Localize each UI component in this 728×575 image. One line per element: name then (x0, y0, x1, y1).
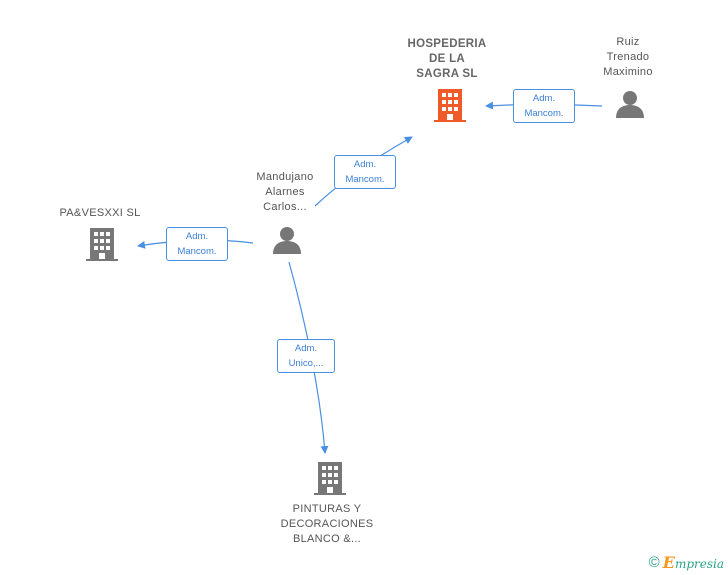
label-line: Mandujano (256, 171, 314, 183)
label-line: Trenado (606, 51, 650, 63)
label-line: PA&VESXXI SL (59, 207, 141, 219)
edge-label-mandujano-pinturas[interactable]: Adm. Unico,... (277, 339, 335, 373)
brand-initial: E (662, 553, 675, 572)
empresia-logo: © Empresia (649, 553, 724, 572)
edge-label-mandujano-hospederia[interactable]: Adm. Mancom. (334, 155, 396, 189)
edge-label-line: Unico,... (288, 358, 324, 369)
label-line: Ruiz (616, 36, 640, 48)
label-line: SAGRA SL (416, 68, 478, 80)
edge-label-line: Mancom. (177, 246, 217, 257)
edge-label-line: Adm. (353, 159, 377, 170)
building-icon[interactable] (434, 87, 466, 123)
brand-rest: mpresia (674, 557, 724, 571)
node-label-pinturas[interactable]: PINTURAS Y DECORACIONES BLANCO &... (270, 502, 384, 547)
node-label-ruiz[interactable]: Ruiz Trenado Maximino (588, 35, 668, 80)
building-icon[interactable] (314, 460, 346, 496)
node-label-mandujano[interactable]: Mandujano Alarnes Carlos... (240, 170, 330, 215)
label-line: DECORACIONES (280, 518, 374, 530)
label-line: BLANCO &... (292, 533, 362, 545)
edge-label-line: Mancom. (345, 174, 385, 185)
person-icon[interactable] (271, 224, 303, 256)
person-icon[interactable] (614, 88, 646, 120)
label-line: PINTURAS Y (292, 503, 362, 515)
edge-label-line: Adm. (294, 343, 318, 354)
label-line: DE LA (429, 53, 465, 65)
node-label-pavesxxi[interactable]: PA&VESXXI SL (45, 206, 155, 221)
edge-label-line: Mancom. (524, 108, 564, 119)
building-icon[interactable] (86, 226, 118, 262)
edge-label-ruiz-hospederia[interactable]: Adm. Mancom. (513, 89, 575, 123)
label-line: Maximino (603, 66, 653, 78)
edge-label-line: Adm. (185, 231, 209, 242)
label-line: Alarnes (265, 186, 305, 198)
label-line: HOSPEDERIA (407, 38, 487, 50)
edge-label-mandujano-pavesxxi[interactable]: Adm. Mancom. (166, 227, 228, 261)
node-label-hospederia[interactable]: HOSPEDERIA DE LA SAGRA SL (395, 37, 499, 82)
label-line: Carlos... (263, 201, 307, 213)
edge-label-line: Adm. (532, 93, 556, 104)
brand-name: Empresia (663, 553, 724, 572)
copyright-symbol: © (648, 554, 660, 571)
